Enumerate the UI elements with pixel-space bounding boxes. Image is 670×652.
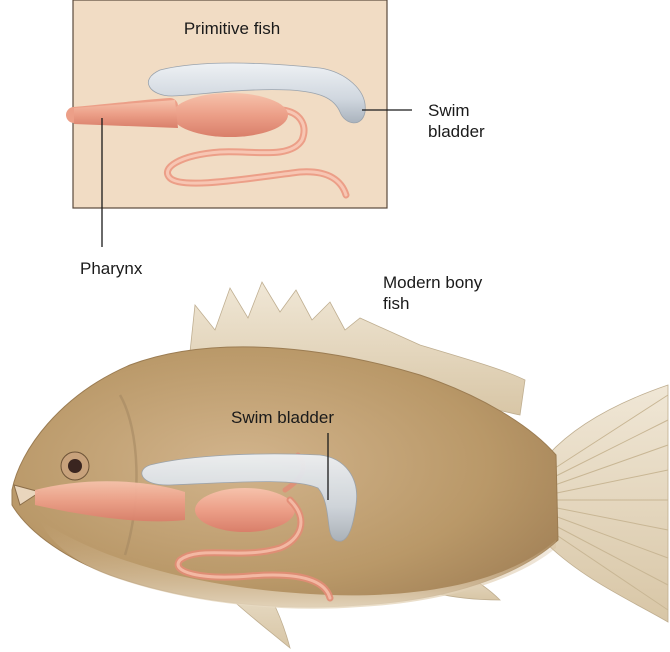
primitive-stomach	[172, 93, 288, 137]
inset-swim-bladder-line2: bladder	[428, 121, 485, 142]
pharynx-label: Pharynx	[80, 258, 142, 279]
modern-bony-fish	[12, 282, 668, 648]
modern-fish-title-line1: Modern bony	[383, 272, 482, 293]
primitive-fish-inset: Primitive fish	[73, 0, 412, 247]
inset-swim-bladder-line1: Swim	[428, 100, 485, 121]
fish-pupil	[68, 459, 82, 473]
modern-fish-title-line2: fish	[383, 293, 482, 314]
inset-title: Primitive fish	[184, 19, 280, 38]
inset-swim-bladder-label: Swim bladder	[428, 100, 485, 142]
modern-fish-title: Modern bony fish	[383, 272, 482, 314]
main-swim-bladder-label: Swim bladder	[231, 407, 334, 428]
tail-fin	[548, 385, 668, 622]
modern-stomach	[195, 488, 295, 532]
